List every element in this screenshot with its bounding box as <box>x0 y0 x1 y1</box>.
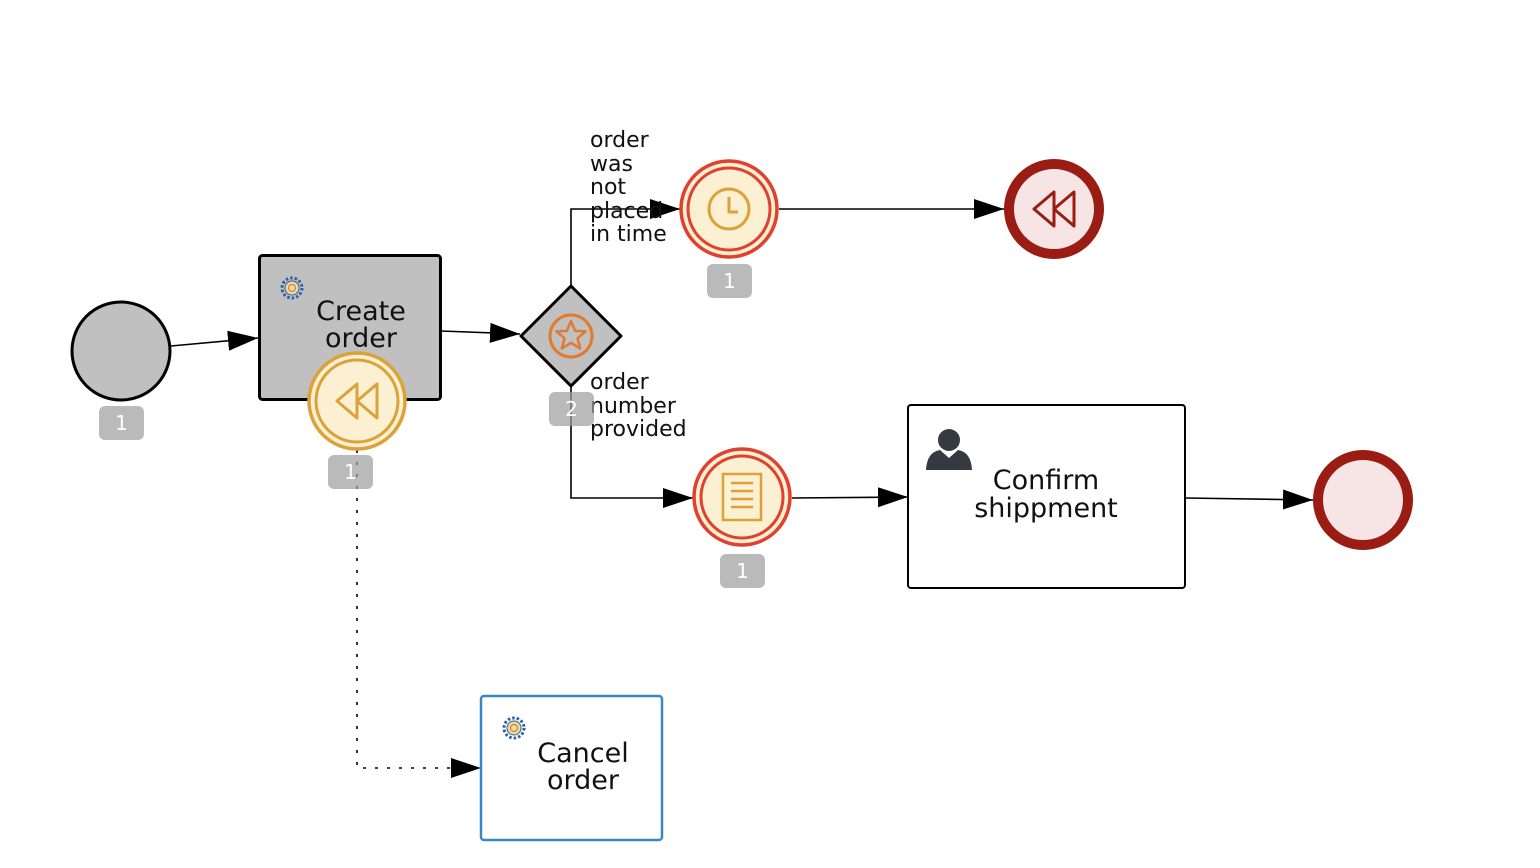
document-icon <box>721 472 763 522</box>
count-badge-timer: 1 <box>707 264 752 298</box>
flow-label-provided: order number provided <box>590 370 687 442</box>
count-badge-start: 1 <box>99 406 144 440</box>
start-event[interactable] <box>70 300 172 402</box>
flow-start-to-create[interactable] <box>170 330 259 351</box>
compensation-end-event[interactable] <box>1004 159 1104 259</box>
flow-create-to-gateway[interactable] <box>440 322 521 343</box>
star-icon <box>555 319 587 350</box>
association-compensation-to-cancel[interactable] <box>356 450 481 778</box>
clock-icon <box>707 187 751 231</box>
user-icon <box>926 429 972 470</box>
task-confirm-shipment[interactable] <box>907 404 1186 589</box>
compensation-boundary-event[interactable] <box>307 351 407 451</box>
flow-gateway-to-timer[interactable] <box>570 199 680 285</box>
flow-label-timeout: order was not placed in time <box>590 128 667 247</box>
service-gear-icon <box>280 276 304 300</box>
flow-confirm-to-end[interactable] <box>1185 489 1314 510</box>
service-gear-icon <box>502 716 526 740</box>
count-badge-conditional: 1 <box>720 554 765 588</box>
timer-event[interactable] <box>679 159 779 259</box>
rewind-icon <box>335 382 379 420</box>
task-label-cancel-order: Cancel order <box>537 738 629 796</box>
conditional-event[interactable] <box>692 447 792 547</box>
event-based-gateway[interactable] <box>519 284 623 388</box>
task-label-confirm-shipment: Confirm shippment <box>974 465 1118 524</box>
task-label-create-order: Create order <box>316 296 406 354</box>
task-cancel-order[interactable] <box>479 694 664 842</box>
end-event[interactable] <box>1313 450 1413 550</box>
count-badge-gateway: 2 <box>549 392 594 426</box>
rewind-icon <box>1032 190 1076 228</box>
flow-conditional-to-confirm[interactable] <box>791 487 909 508</box>
count-badge-create-order: 1 <box>328 455 373 489</box>
